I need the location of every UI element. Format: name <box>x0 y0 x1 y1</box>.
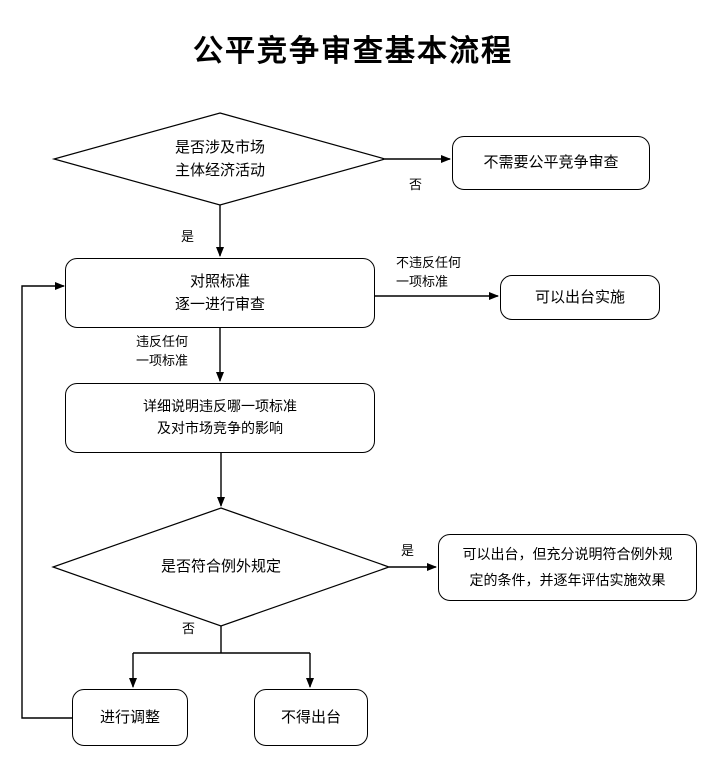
edge-label-d2-yes: 是 <box>401 543 415 558</box>
page-title: 公平竞争审查基本流程 <box>193 35 513 68</box>
edge-label-d1-yes: 是 <box>181 229 195 244</box>
connector-feedback-loop <box>21 282 72 719</box>
edge-label-violation: 违反任何 一项标准 <box>136 334 189 368</box>
decision-shape-market-activity <box>51 112 388 206</box>
node-exception-allowed[interactable]: 可以出台，但充分说明符合例外规 定的条件，并逐年评估实施效果 <box>438 534 697 601</box>
node-forbid-issue[interactable]: 不得出台 <box>254 689 368 746</box>
edge-label-no-violation: 不违反任何 一项标准 <box>396 255 462 289</box>
node-compare-standards[interactable]: 对照标准 逐一进行审查 <box>65 258 375 328</box>
node-explain-violation[interactable]: 详细说明违反哪一项标准 及对市场竞争的影响 <box>65 383 375 453</box>
node-may-issue[interactable]: 可以出台实施 <box>500 275 660 320</box>
node-no-review[interactable]: 不需要公平竞争审查 <box>452 136 650 190</box>
edge-label-d2-no: 否 <box>182 621 196 636</box>
node-adjust[interactable]: 进行调整 <box>72 689 188 746</box>
decision-shape-exception <box>51 507 391 627</box>
edge-label-d1-no: 否 <box>409 177 423 192</box>
